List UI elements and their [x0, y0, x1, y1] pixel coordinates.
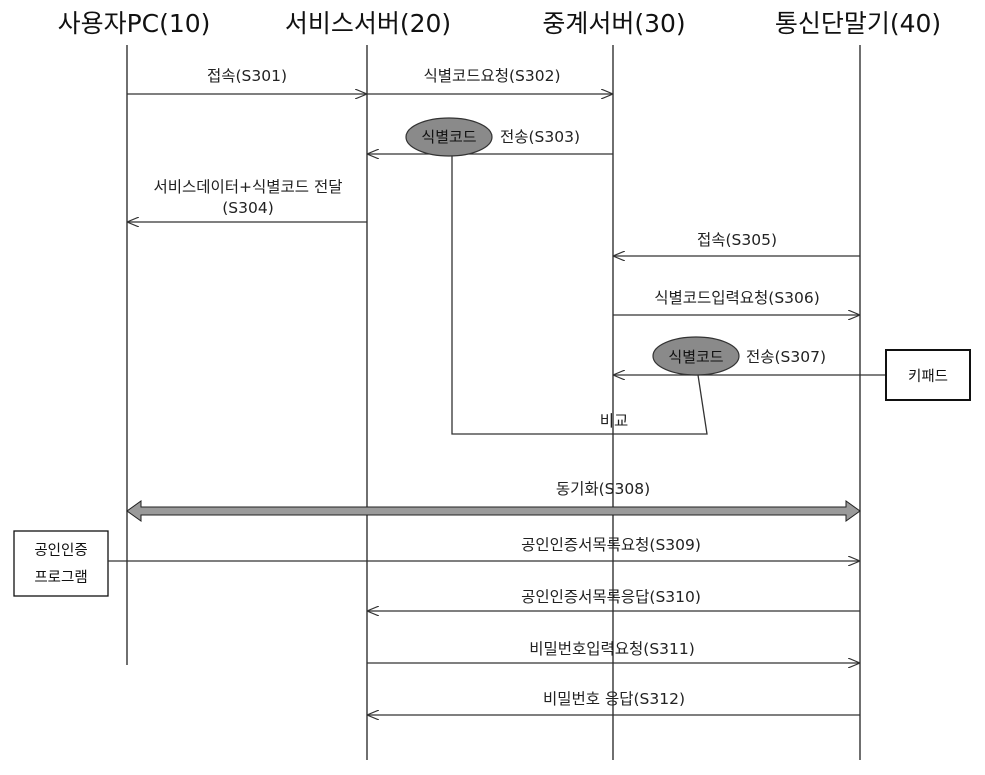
id-code-label-s307: 식별코드	[668, 348, 723, 366]
id-code-ellipse-s303	[405, 117, 493, 157]
id-code-label-s303: 식별코드	[421, 128, 476, 146]
compare-bracket	[451, 155, 708, 435]
id-code-ellipse-s307	[652, 336, 740, 376]
participant-user-pc: 사용자PC(10)	[58, 9, 211, 38]
participant-relay-server: 중계서버(30)	[542, 9, 685, 38]
message-s308-sync-arrow	[126, 500, 861, 522]
message-s301-label: 접속(S301)	[207, 67, 287, 85]
message-s309-label: 공인인증서목록요청(S309)	[521, 536, 701, 554]
participant-terminal: 통신단말기(40)	[775, 9, 941, 38]
keypad-box	[885, 349, 971, 401]
participant-service-server: 서비스서버(20)	[285, 9, 451, 38]
cert-program-box	[13, 530, 109, 597]
message-s306-label: 식별코드입력요청(S306)	[654, 289, 820, 307]
message-s305-label: 접속(S305)	[697, 231, 777, 249]
message-s310-label: 공인인증서목록응답(S310)	[521, 588, 701, 606]
message-s311-label: 비밀번호입력요청(S311)	[529, 640, 695, 658]
compare-label: 비교	[600, 412, 629, 430]
message-s302-label: 식별코드요청(S302)	[423, 67, 560, 85]
message-s304-label-line1: 서비스데이터+식별코드 전달	[153, 178, 342, 196]
cert-program-label-line1: 공인인증	[34, 542, 87, 559]
message-s308-label: 동기화(S308)	[556, 480, 650, 498]
message-s307-label: 전송(S307)	[746, 348, 826, 366]
message-s303-label: 전송(S303)	[500, 128, 580, 146]
message-s304-label-line2: (S304)	[222, 199, 274, 217]
message-s312-label: 비밀번호 응답(S312)	[543, 690, 685, 708]
keypad-label: 키패드	[908, 368, 948, 385]
cert-program-label-line2: 프로그램	[34, 569, 87, 586]
